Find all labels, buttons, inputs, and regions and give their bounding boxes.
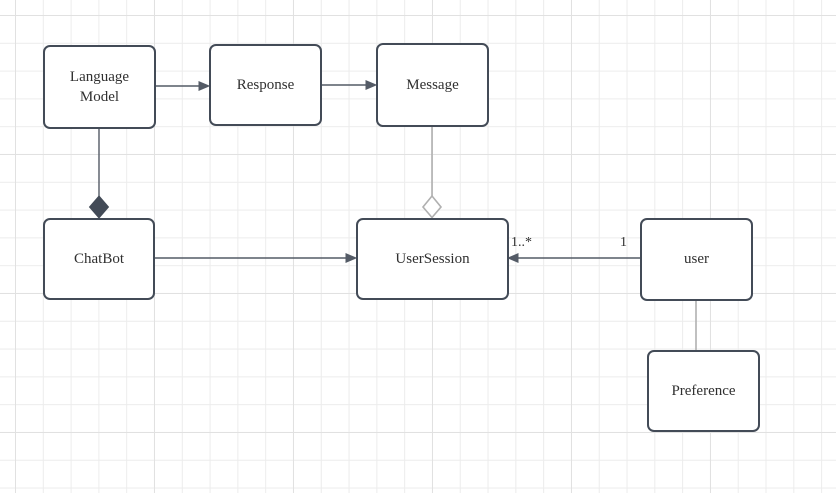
node-label: Response xyxy=(236,76,295,93)
node-chatbot[interactable]: ChatBot xyxy=(43,218,155,300)
aggregation-diamond-icon xyxy=(421,194,443,219)
node-language-model[interactable]: Language Model xyxy=(43,45,156,129)
edge-language-model-to-response[interactable] xyxy=(156,81,211,91)
composition-diamond-icon xyxy=(88,195,110,219)
edge-response-to-message[interactable] xyxy=(322,80,378,90)
node-label: UserSession xyxy=(395,250,470,267)
multiplicity-label-user-session[interactable]: 1..* xyxy=(511,235,532,250)
node-message[interactable]: Message xyxy=(376,43,489,127)
node-label: Message xyxy=(406,76,459,93)
arrowhead-icon xyxy=(365,80,378,90)
node-label: ChatBot xyxy=(73,250,124,267)
arrowhead-icon xyxy=(506,253,519,263)
node-user[interactable]: user xyxy=(640,218,753,301)
node-user-session[interactable]: UserSession xyxy=(356,218,509,300)
multiplicity-label-user[interactable]: 1 xyxy=(620,235,627,250)
edge-chatbot-to-user-session[interactable] xyxy=(155,253,358,263)
node-label: Language Model xyxy=(69,68,130,105)
node-label: Preference xyxy=(671,382,736,399)
edge-user-to-user-session[interactable] xyxy=(506,253,640,263)
node-response[interactable]: Response xyxy=(209,44,322,126)
node-label: user xyxy=(684,251,709,268)
node-preference[interactable]: Preference xyxy=(647,350,760,432)
edge-message-to-user-session[interactable] xyxy=(421,127,443,219)
arrowhead-icon xyxy=(345,253,358,263)
arrowhead-icon xyxy=(198,81,211,91)
edge-language-model-to-chatbot[interactable] xyxy=(88,129,110,219)
